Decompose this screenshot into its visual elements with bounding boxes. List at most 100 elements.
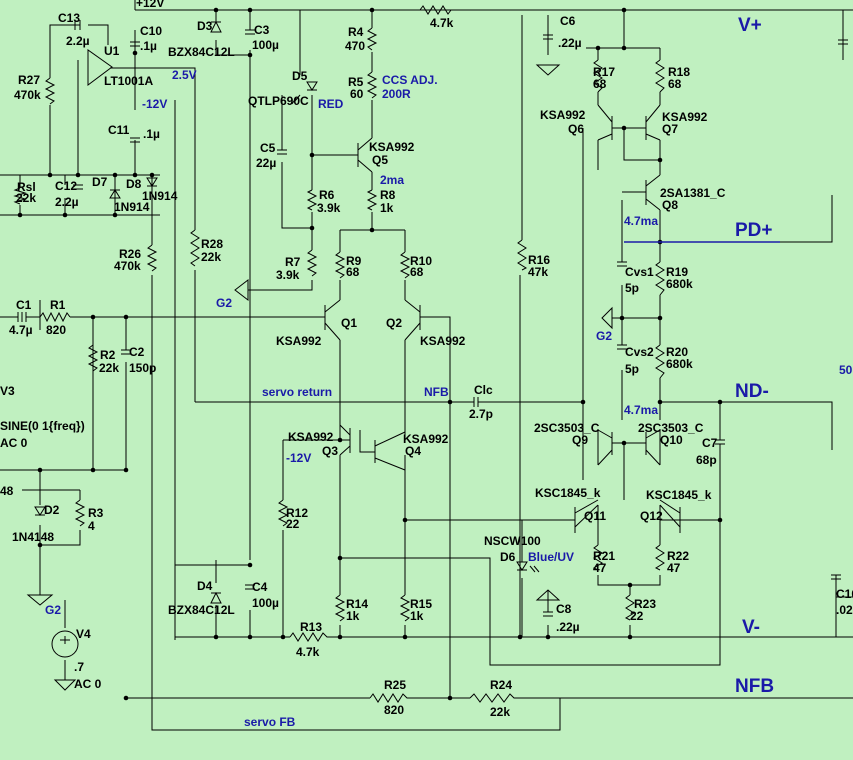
capacitor-c6	[543, 34, 553, 40]
r16-val: 47k	[528, 265, 548, 279]
c10-val: .1µ	[140, 39, 157, 53]
capacitor-c7	[715, 439, 725, 520]
transistors	[324, 104, 681, 533]
q9-part: 2SC3503_C	[534, 421, 600, 435]
led-arrows-d6	[529, 565, 540, 573]
transistor-q5	[357, 137, 373, 173]
c5-ref: C5	[260, 141, 276, 155]
c8-val: .22µ	[556, 620, 580, 634]
edge-label: 50	[839, 363, 853, 377]
r21-val: 47	[593, 561, 607, 575]
r6-val: 3.9k	[317, 201, 341, 215]
ccs-current: 2ma	[380, 173, 404, 187]
diode-d3	[210, 20, 222, 33]
transistor-q7	[645, 104, 661, 141]
q6-part: KSA992	[540, 108, 586, 122]
r20-val: 680k	[666, 357, 693, 371]
r18-val: 68	[668, 77, 682, 91]
r7-ref: R7	[285, 255, 301, 269]
c4-val: 100µ	[252, 596, 279, 610]
cvs2-ref: Cvs2	[625, 345, 654, 359]
r23-ref: R23	[634, 597, 656, 611]
d6-color: Blue/UV	[528, 550, 574, 564]
resistor-r15	[399, 594, 411, 622]
nfb-node: NFB	[424, 385, 449, 399]
resistor-rsl	[13, 187, 27, 205]
supply-neg1: -12V	[142, 97, 167, 111]
c4-ref: C4	[252, 580, 268, 594]
r19-val: 680k	[666, 277, 693, 291]
servo-fb: servo FB	[244, 715, 296, 729]
rail-nfb: NFB	[735, 676, 774, 697]
r8-ref: R8	[380, 188, 396, 202]
resistor-r3	[74, 499, 86, 527]
cvs1-val: 5p	[625, 281, 639, 295]
capacitor-c1	[17, 312, 27, 322]
diode-d6	[516, 561, 528, 571]
r4-val: 470	[345, 39, 365, 53]
led-arrows-d5	[291, 94, 301, 105]
capacitor-c3	[245, 29, 255, 35]
r1-ref: R1	[50, 298, 66, 312]
rail-ndminus: ND-	[735, 381, 769, 402]
capacitor-clc	[470, 397, 490, 407]
q1-part: KSA992	[276, 334, 322, 348]
r17-ref: R17	[593, 65, 615, 79]
d8-ref: D8	[126, 177, 142, 191]
r7-val: 3.9k	[276, 268, 300, 282]
resistor-r8	[366, 189, 378, 211]
resistor-r12	[277, 499, 289, 527]
ground-v4	[53, 679, 77, 691]
grounds	[26, 64, 613, 691]
rail-vminus: V-	[742, 617, 760, 638]
resistor-r26	[146, 244, 158, 272]
d2-ref: D2	[44, 503, 60, 517]
n48-label: 48	[0, 484, 14, 498]
d3-part: BZX84C12L	[168, 45, 235, 59]
r9-ref: R9	[346, 254, 362, 268]
q11-ref: Q11	[584, 509, 606, 523]
top-r-val: 4.7k	[430, 16, 454, 30]
ground-c8	[535, 589, 561, 601]
c10-ref: C10	[140, 24, 162, 38]
resistor-r1	[39, 311, 71, 323]
r28-ref: R28	[201, 237, 223, 251]
diode-d5	[306, 81, 318, 91]
clc-val: 2.7p	[469, 407, 493, 421]
resistor-r20	[655, 344, 665, 379]
q8-ref: Q8	[662, 198, 678, 212]
r5-ref: R5	[348, 75, 364, 89]
capacitor-c12	[73, 184, 83, 190]
capacitor-c5	[277, 149, 287, 155]
r25-ref: R25	[384, 678, 406, 692]
capacitor-c2	[121, 349, 131, 355]
u1-ref: U1	[104, 44, 120, 58]
transistor-q4	[374, 431, 406, 471]
ground-g2-right	[601, 306, 613, 330]
q10-ref: Q10	[660, 433, 683, 447]
c11-val: .1µ	[143, 127, 160, 141]
r25-val: 820	[384, 703, 404, 717]
v4-val: .7	[74, 660, 84, 674]
resistor-r5	[366, 71, 378, 99]
cvs2-val: 5p	[625, 362, 639, 376]
transistor-q2	[404, 299, 421, 341]
resistor-r9	[334, 251, 346, 279]
r6-ref: R6	[319, 188, 335, 202]
capacitor-c13	[74, 20, 81, 30]
q4-part: KSA992	[403, 432, 449, 446]
cvs1-ref: Cvs1	[625, 265, 654, 279]
resistor-r16	[517, 239, 528, 271]
i-bot: 4.7ma	[624, 403, 658, 417]
supply-neg2: -12V	[286, 451, 311, 465]
r19-ref: R19	[666, 265, 688, 279]
c2-ref: C2	[129, 345, 145, 359]
r18-ref: R18	[668, 65, 690, 79]
i-top: 4.7ma	[624, 214, 658, 228]
resistor-r25	[369, 693, 410, 703]
r13-val: 4.7k	[296, 645, 320, 659]
c1-val: 4.7µ	[9, 323, 33, 337]
q9-ref: Q9	[572, 433, 588, 447]
servo-2v5: 2.5V	[172, 68, 197, 82]
